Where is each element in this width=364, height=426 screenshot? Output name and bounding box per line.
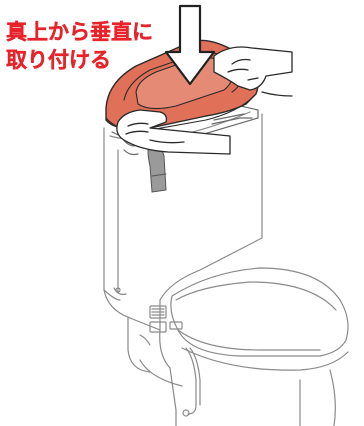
toilet-body (104, 112, 348, 426)
strap (148, 146, 166, 192)
